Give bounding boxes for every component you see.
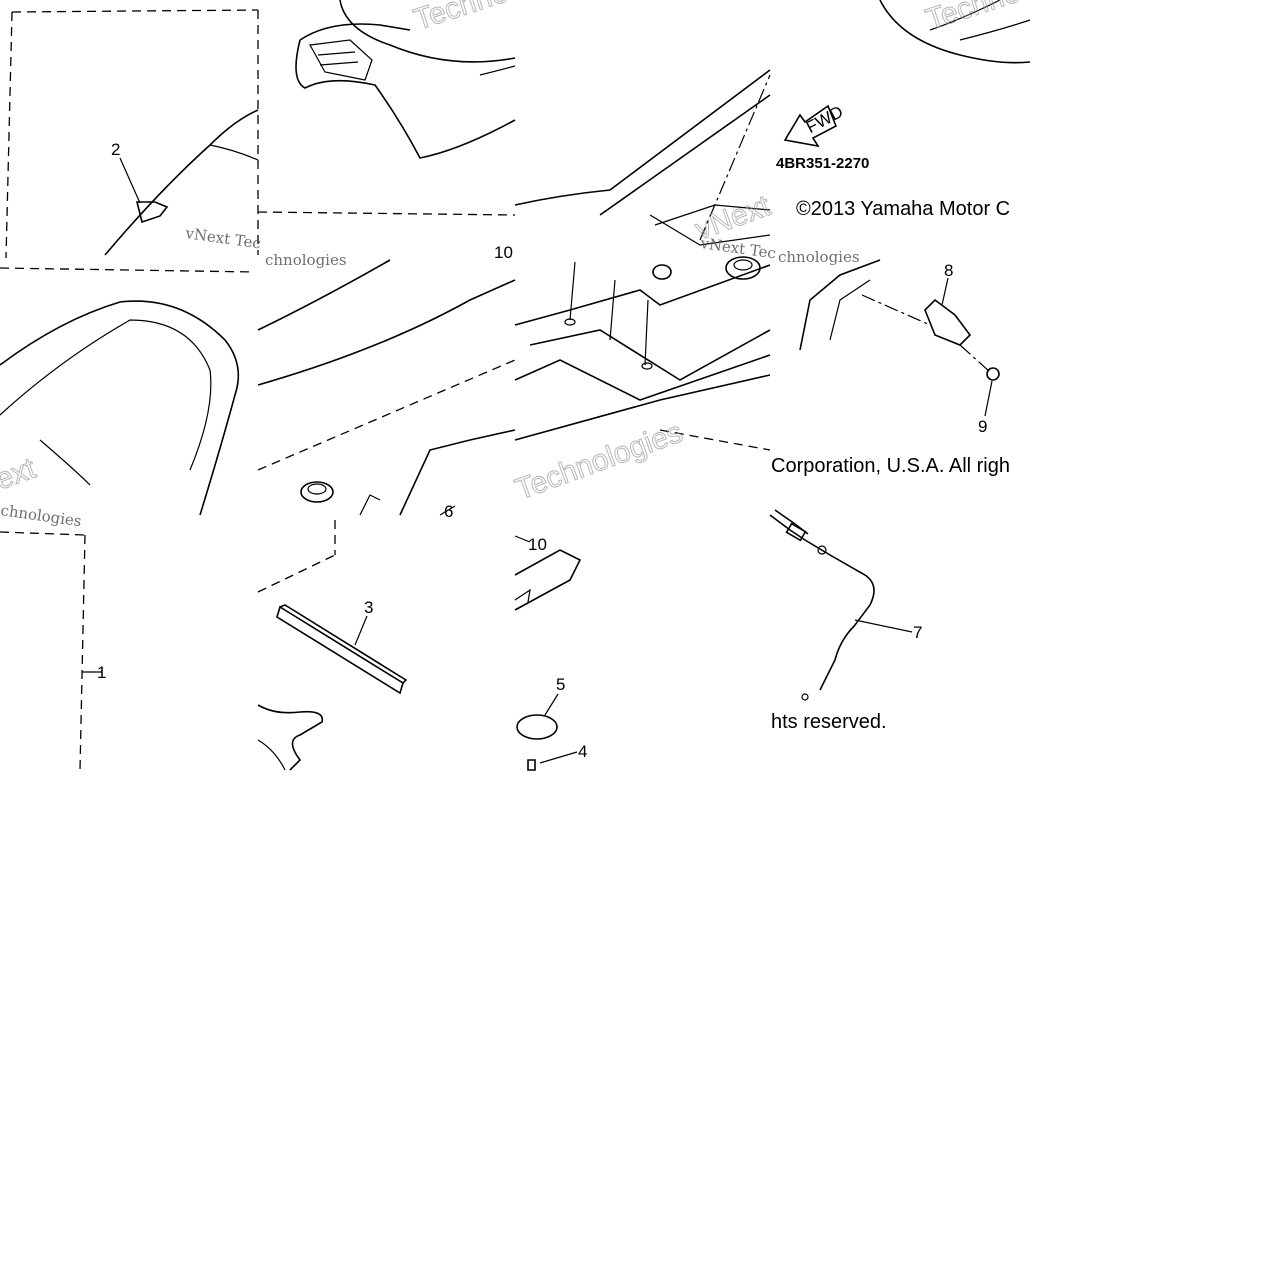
callout-9: 9 xyxy=(978,417,987,436)
callout-7: 7 xyxy=(913,623,922,642)
tile-frame-middle-left: 6 10 chnologies xyxy=(257,243,516,521)
copyright-part-3: hts reserved. xyxy=(771,711,887,733)
callout-8: 8 xyxy=(944,261,953,280)
tile-frame-right-middle: 8 9 Corporation, U.S.A. All righ chnolog… xyxy=(771,248,1010,477)
fwd-arrow-icon xyxy=(783,104,838,148)
tile-seat-strap-detail xyxy=(5,9,259,259)
tile-frame-top xyxy=(514,69,771,246)
callout-10-a: 10 xyxy=(494,243,513,262)
copyright-part-2: Corporation, U.S.A. All righ xyxy=(771,455,1010,477)
callout-10-b: 10 xyxy=(528,535,547,554)
callout-3: 3 xyxy=(364,598,373,617)
tile-foam-strip: 3 xyxy=(257,520,408,771)
tile-frame-bottom: 10 5 4 xyxy=(514,535,587,771)
copyright-part-1: ©2013 Yamaha Motor C xyxy=(796,198,1010,220)
watermark-technologies-2: chnologies xyxy=(265,251,347,269)
tile-cable: 7 hts reserved. xyxy=(769,509,922,733)
callout-1: 1 xyxy=(97,663,106,682)
callout-2: 2 xyxy=(111,140,120,159)
tile-seat-rear xyxy=(257,0,516,216)
watermark-technologies-4: chnologies xyxy=(778,248,860,266)
callout-6: 6 xyxy=(444,502,453,521)
callout-5: 5 xyxy=(556,675,565,694)
tile-seat-side: 1 xyxy=(0,531,106,771)
callout-4: 4 xyxy=(578,742,587,761)
diagram-code: 4BR351-2270 xyxy=(776,155,869,172)
